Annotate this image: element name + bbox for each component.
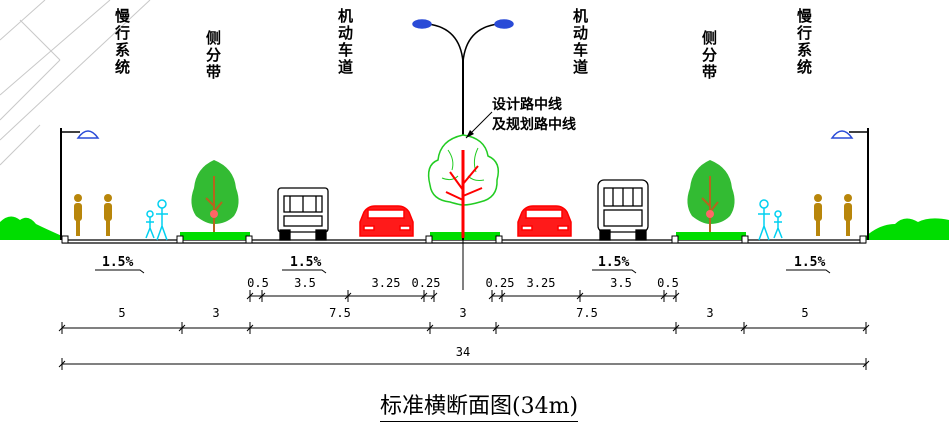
total-dim-label: 34 (455, 345, 471, 359)
pedestrians-left (145, 199, 168, 241)
truck-right (597, 179, 649, 241)
section-dim-label: 3 (212, 306, 220, 320)
slope-label: 1.5% (102, 255, 134, 270)
centerline-arrow (466, 130, 474, 138)
car-right (517, 205, 572, 237)
lane-dim-label: 3.5 (294, 276, 316, 290)
car-left (359, 205, 414, 237)
section-dim-label: 7.5 (576, 306, 598, 320)
centerline-note-1: 设计路中线 (492, 97, 562, 113)
cyclists-left (74, 194, 112, 236)
slope-label: 1.5% (290, 255, 322, 270)
section-dim-label: 3 (459, 306, 467, 320)
median-tree-right (687, 160, 735, 232)
section-dim-label: 5 (801, 306, 809, 320)
label-motor-right: 机动车道 (571, 8, 589, 76)
lane-dim-label: 0.25 (485, 276, 515, 290)
label-median-left: 侧分带 (204, 30, 222, 81)
label-motor-left: 机动车道 (336, 8, 354, 76)
section-dim-label: 7.5 (329, 306, 351, 320)
pedestrians-right (758, 199, 783, 241)
label-median-right: 侧分带 (700, 30, 718, 81)
drawing-title: 标准横断面图(34m) (380, 388, 579, 422)
curbs (61, 235, 867, 244)
lane-dim-label: 0.5 (247, 276, 269, 290)
street-lamp-right (830, 128, 869, 240)
label-slow-left: 慢行系统 (113, 8, 131, 76)
label-slow-right: 慢行系统 (795, 8, 813, 76)
section-dim-label: 3 (706, 306, 714, 320)
grass-strips (0, 216, 949, 240)
slope-underlines (95, 269, 831, 274)
centerline-note-2: 及规划路中线 (492, 117, 576, 133)
truck-left (277, 187, 329, 241)
lane-dim-label: 0.5 (657, 276, 679, 290)
lane-dim-label: 3.5 (610, 276, 632, 290)
median-tree-left (191, 160, 239, 232)
cyclists-right (814, 194, 852, 236)
lane-dim-label: 3.25 (526, 276, 556, 290)
lane-dim-label: 3.25 (371, 276, 401, 290)
slope-label: 1.5% (598, 255, 630, 270)
center-tree (427, 134, 500, 238)
section-dim-label: 5 (118, 306, 126, 320)
dimension-lines (58, 290, 870, 370)
lane-dim-label: 0.25 (411, 276, 441, 290)
slope-label: 1.5% (794, 255, 826, 270)
street-lamp-left (60, 128, 100, 240)
background-grid-lines (0, 0, 151, 166)
